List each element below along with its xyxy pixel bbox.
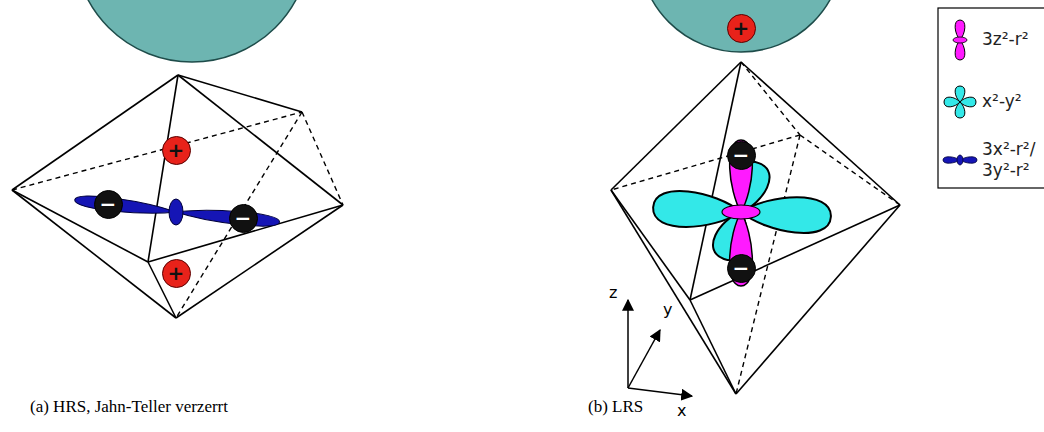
panel-a xyxy=(12,0,343,318)
orbital-ring xyxy=(169,199,183,225)
octahedron-edge xyxy=(736,205,900,394)
hidden-edge xyxy=(302,112,343,205)
axes xyxy=(628,300,692,396)
octahedron-edge xyxy=(178,75,343,205)
axis-arrow xyxy=(628,388,692,396)
charge-sign: − xyxy=(235,208,252,228)
orbital-lobe xyxy=(175,206,280,229)
axis-label: y xyxy=(663,300,672,319)
axis-label: z xyxy=(609,283,617,302)
charge-sign: + xyxy=(168,140,185,160)
orbital-ring xyxy=(957,155,963,165)
x2-y2-lobe xyxy=(955,86,965,102)
octahedron-edge xyxy=(12,75,178,190)
legend-sample xyxy=(942,16,978,64)
positive-charge: + xyxy=(162,259,191,288)
hidden-edge xyxy=(741,62,800,135)
legend-entry: 3z²-r² xyxy=(942,16,1029,64)
legend-frame xyxy=(938,8,1044,188)
octahedron xyxy=(611,62,900,394)
axis-arrow xyxy=(628,330,660,388)
electrode-tip xyxy=(639,0,843,52)
z2-ring xyxy=(953,37,967,43)
negative-charge: − xyxy=(94,190,123,219)
z2-ring xyxy=(722,205,760,219)
negative-charge: − xyxy=(229,204,258,233)
hidden-edge xyxy=(800,135,900,205)
charge-sign: − xyxy=(733,258,750,278)
electrode-tip xyxy=(74,0,310,62)
octahedron-edge xyxy=(690,300,736,394)
octahedron-edge xyxy=(611,62,741,190)
subfigure-caption: (a) HRS, Jahn-Teller verzerrt xyxy=(30,397,228,417)
subfigure-caption: (b) LRS xyxy=(588,397,643,417)
z2-lobe xyxy=(730,140,753,212)
charge-sign: − xyxy=(100,194,117,214)
legend-label: x²-y² xyxy=(982,91,1022,112)
z2-lobe xyxy=(730,212,753,286)
legend-entry: 3x²-r²/ 3y²-r² xyxy=(942,136,1040,184)
orbitals xyxy=(652,140,832,286)
axis-label: x xyxy=(677,401,686,420)
octahedron-edge xyxy=(176,205,343,318)
legend-label: 3z²-r² xyxy=(982,29,1029,50)
legend-entry: x²-y² xyxy=(942,78,1022,126)
charge-sign: + xyxy=(168,263,185,283)
octahedron-edge xyxy=(148,75,178,262)
hidden-edge xyxy=(12,112,302,190)
negative-charge: − xyxy=(727,254,756,283)
charge-sign: − xyxy=(733,145,750,165)
hidden-edge xyxy=(176,112,302,318)
octahedron-edge xyxy=(178,75,302,112)
legend-sample xyxy=(942,78,978,126)
positive-charge: + xyxy=(727,14,756,43)
orbital-lobe xyxy=(74,193,177,218)
legend-label: 3x²-r²/ 3y²-r² xyxy=(982,139,1040,182)
panel-b xyxy=(611,0,900,396)
axis-arrow xyxy=(627,300,629,388)
octahedron xyxy=(12,75,343,318)
charge-sign: + xyxy=(733,18,750,38)
negative-charge: − xyxy=(727,141,756,170)
eg-orbital xyxy=(74,193,280,228)
octahedron-edge xyxy=(12,190,176,318)
positive-charge: + xyxy=(162,136,191,165)
legend-sample xyxy=(942,136,978,184)
